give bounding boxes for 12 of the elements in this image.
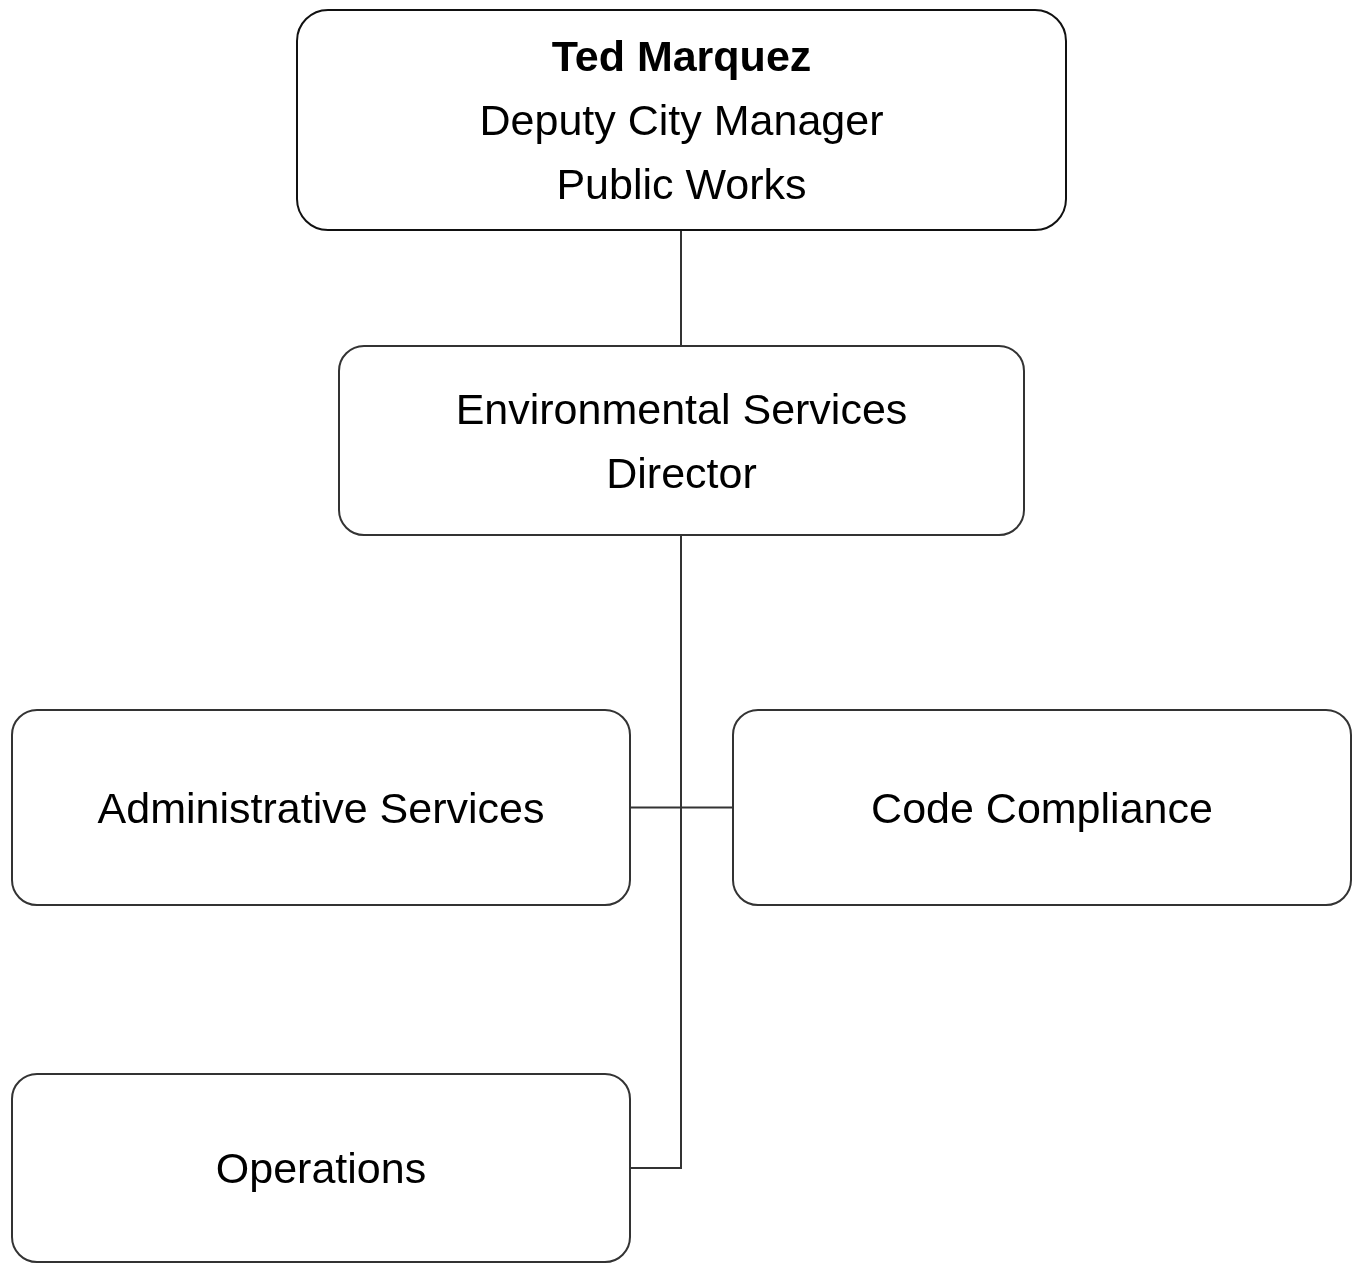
org-box <box>732 709 1352 906</box>
connector-line <box>680 230 682 346</box>
role-title: Operations <box>215 1143 427 1194</box>
role-title: Deputy City Manager Public Works <box>478 95 885 210</box>
org-box <box>296 9 1067 231</box>
org-box <box>11 1073 631 1263</box>
role-title: Code Compliance <box>871 782 1213 834</box>
person-name: Ted Marquez <box>551 31 812 82</box>
org-box <box>11 709 631 906</box>
org-box <box>338 345 1025 536</box>
role-title: Environmental Services Director <box>454 383 909 499</box>
role-title: Administrative Services <box>97 782 545 834</box>
